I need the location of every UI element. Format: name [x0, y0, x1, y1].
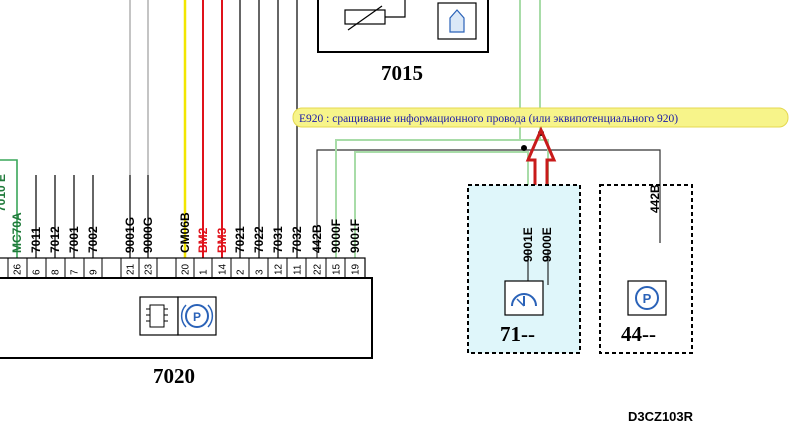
splice-dot-left — [521, 145, 527, 151]
wire-label: 9000F — [329, 219, 343, 253]
wire-label: MC70A — [10, 212, 24, 253]
label-7020: 7020 — [153, 364, 195, 388]
label-71: 71-- — [500, 322, 535, 346]
wire-label: 7031 — [271, 226, 285, 253]
pin-number: 23 — [144, 263, 155, 275]
pin-number: 1 — [199, 269, 210, 275]
pin-number: 2 — [236, 269, 247, 275]
chip-icon — [139, 296, 179, 336]
label-7015: 7015 — [381, 61, 423, 85]
pin-number: 19 — [351, 263, 362, 275]
warning-lamp-icon — [504, 280, 544, 316]
box-warning-lamp — [467, 184, 581, 354]
brake-symbol-icon: P — [177, 296, 217, 336]
lamp-wire-9000e: 9000E — [540, 227, 554, 262]
wire-label: 7012 — [48, 226, 62, 253]
figure-code: D3CZ103R — [628, 409, 694, 424]
pin-number: 9 — [89, 269, 100, 275]
wire-label: 9001G — [123, 217, 137, 253]
wire-442b-route — [316, 149, 661, 258]
label-44: 44-- — [621, 322, 656, 346]
wire-label: 9000G — [141, 217, 155, 253]
splice-note: E920 : сращивание информационного провод… — [299, 113, 678, 125]
gray-rails — [129, 0, 149, 175]
splice-note-bg — [292, 107, 789, 128]
pin-number: 7 — [70, 269, 81, 275]
pin-number: 26 — [13, 263, 24, 275]
wire-label: BM2 — [196, 227, 210, 253]
wire-label: BM3 — [215, 227, 229, 253]
svg-text:P: P — [643, 291, 652, 306]
wire-9001f-route — [354, 151, 529, 258]
pin-number: 3 — [255, 269, 266, 275]
lamp-wire-9001e: 9001E — [521, 227, 535, 262]
resistor-icon — [344, 0, 406, 31]
pin-number: 20 — [181, 263, 192, 275]
black-wires — [35, 0, 298, 258]
pin-number: 11 — [293, 264, 304, 275]
brake-wire-442b: 442B — [648, 184, 662, 213]
parking-brake-icon: P — [627, 280, 667, 316]
wire-label: 7001 — [67, 226, 81, 253]
pin-number: 8 — [51, 269, 62, 275]
sensor-icon — [449, 9, 465, 33]
wire-label: 9001F — [348, 219, 362, 253]
wire-label: 7032 — [290, 226, 304, 253]
partial-label: 7010 E — [0, 174, 8, 212]
wire-mc70a-line — [0, 159, 18, 258]
ecu-wire-labels: MC70A26701167012870017700299001G219000G2… — [7, 212, 366, 278]
svg-text:P: P — [193, 310, 201, 324]
wire-label: 7021 — [233, 226, 247, 253]
wire-label: 7002 — [86, 226, 100, 253]
pin-number: 14 — [218, 263, 229, 275]
pin-number: 21 — [126, 263, 137, 275]
wire-label: 442B — [310, 224, 324, 253]
pin-number: 22 — [313, 263, 324, 275]
wire-label: 7011 — [29, 227, 43, 253]
wire-label: 7022 — [252, 226, 266, 253]
box-brake-lamp — [599, 184, 693, 354]
pin-number: 12 — [274, 263, 285, 275]
wire-label: CM06B — [178, 212, 192, 253]
pin-number: 6 — [32, 269, 43, 275]
pin-number: 15 — [332, 263, 343, 275]
